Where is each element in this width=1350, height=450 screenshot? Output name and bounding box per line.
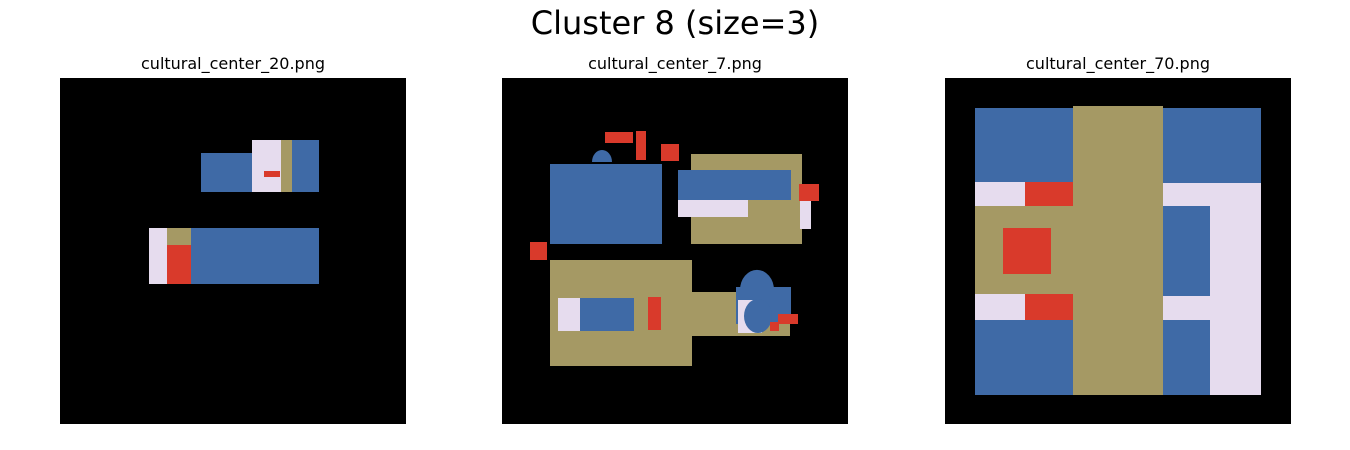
room-red bbox=[1025, 182, 1073, 206]
room-blue-oval bbox=[744, 299, 772, 333]
room-lavender bbox=[975, 294, 1025, 320]
room-lavender bbox=[975, 182, 1025, 206]
room-red bbox=[1025, 294, 1073, 320]
panel-cultural-center-70: cultural_center_70.png bbox=[945, 52, 1291, 424]
room-blue bbox=[550, 164, 662, 244]
panel-title: cultural_center_20.png bbox=[141, 54, 325, 73]
room-blue bbox=[975, 320, 1073, 395]
room-red bbox=[778, 314, 798, 324]
room-red bbox=[648, 297, 661, 330]
room-lavender bbox=[678, 200, 748, 217]
room-blue-dome bbox=[592, 150, 612, 162]
room-lavender bbox=[800, 201, 811, 229]
floorplan-image bbox=[502, 78, 848, 424]
room-blue bbox=[1163, 206, 1210, 296]
floorplan-image bbox=[60, 78, 406, 424]
room-red bbox=[799, 184, 819, 201]
panel-cultural-center-20: cultural_center_20.png bbox=[60, 52, 406, 424]
room-blue bbox=[191, 228, 319, 284]
room-blue bbox=[678, 170, 791, 200]
room-blue bbox=[201, 153, 253, 192]
floorplan-image bbox=[945, 78, 1291, 424]
room-red bbox=[661, 144, 679, 161]
room-lavender bbox=[252, 140, 281, 192]
room-red bbox=[605, 132, 633, 143]
room-red bbox=[264, 171, 280, 177]
room-tan bbox=[167, 228, 191, 245]
room-red bbox=[530, 242, 547, 260]
room-blue bbox=[1163, 320, 1210, 395]
room-red bbox=[770, 322, 779, 331]
figure-title: Cluster 8 (size=3) bbox=[530, 4, 820, 42]
background bbox=[502, 78, 848, 424]
room-tan bbox=[1073, 106, 1163, 395]
room-lavender bbox=[149, 228, 167, 284]
panel-title: cultural_center_70.png bbox=[1026, 54, 1210, 73]
room-tan bbox=[281, 140, 292, 192]
room-lavender bbox=[558, 298, 580, 331]
room-blue bbox=[292, 140, 319, 192]
room-blue-dome bbox=[740, 269, 774, 290]
room-blue bbox=[580, 298, 634, 331]
room-red bbox=[167, 245, 191, 284]
room-blue bbox=[1163, 108, 1261, 183]
panel-cultural-center-7: cultural_center_7.png bbox=[502, 52, 848, 424]
room-blue bbox=[975, 108, 1073, 182]
room-red bbox=[1003, 228, 1051, 274]
panel-title: cultural_center_7.png bbox=[588, 54, 762, 73]
room-red bbox=[636, 131, 646, 160]
